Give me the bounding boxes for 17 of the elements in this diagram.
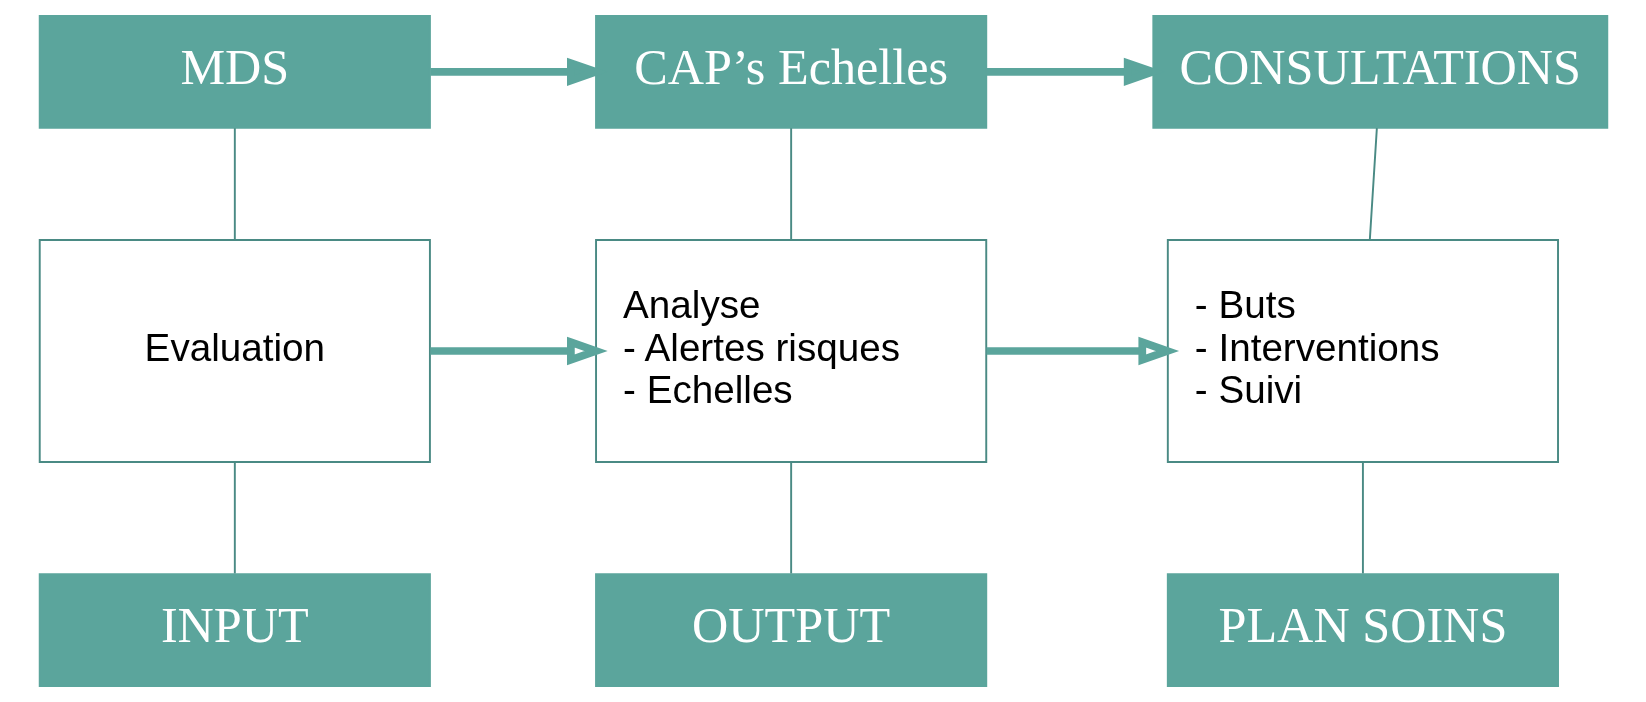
connector [1368, 127, 1378, 241]
connector [1361, 461, 1364, 575]
connector [789, 461, 792, 575]
arrow [986, 336, 1179, 366]
node-box: MDS [38, 14, 431, 129]
connector [233, 461, 236, 575]
node-box: CONSULTATIONS [1151, 14, 1608, 129]
node-box: CAP’s Echelles [594, 14, 987, 129]
arrow [429, 336, 608, 366]
node-box: INPUT [38, 573, 431, 688]
node-box: Evaluation [38, 238, 431, 464]
node-box: OUTPUT [594, 573, 987, 688]
node-box: PLAN SOINS [1166, 573, 1559, 688]
node-box: - Buts - Interventions - Suivi [1166, 238, 1559, 464]
connector [789, 127, 792, 241]
node-box: Analyse - Alertes risques - Echelles [594, 238, 987, 464]
connector [233, 127, 236, 241]
